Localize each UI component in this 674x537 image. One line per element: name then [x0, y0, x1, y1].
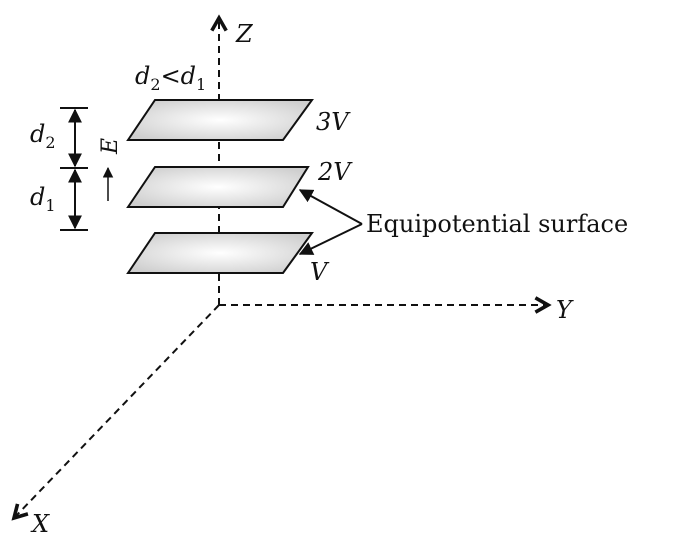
plate-label-3v: 3V — [316, 108, 351, 136]
plate-label-v: V — [310, 258, 330, 286]
annotation-label: Equipotential surface — [366, 210, 628, 238]
field-label: E — [98, 138, 123, 155]
x-axis-label: X — [30, 510, 50, 537]
plate-2v — [126, 166, 310, 208]
annotation-arrow-2v — [298, 189, 363, 225]
d1-label: d1 — [30, 183, 56, 215]
plate-v — [126, 232, 314, 274]
condition-label: d2<d1 — [135, 62, 206, 94]
x-axis — [14, 304, 220, 518]
y-axis-label: Y — [556, 296, 574, 324]
annotation-arrow-v — [298, 223, 363, 255]
plate-label-2v: 2V — [317, 158, 353, 186]
plate-3v — [126, 99, 314, 141]
dimension-lines — [60, 107, 88, 231]
z-axis-label: Z — [235, 20, 254, 48]
d2-label: d2 — [30, 120, 56, 152]
